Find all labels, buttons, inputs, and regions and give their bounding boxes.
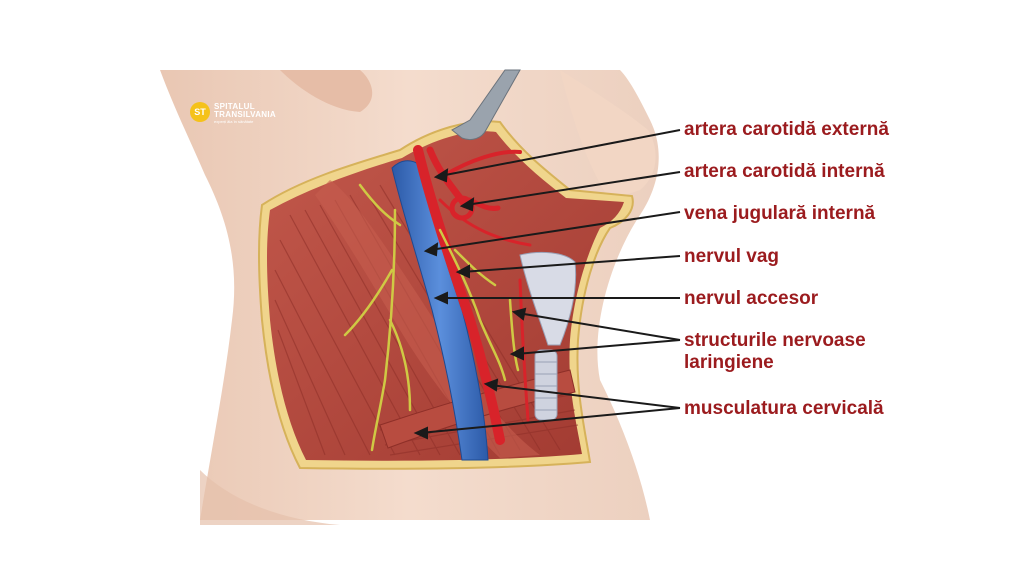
pointer-lines (413, 129, 681, 440)
label-laryngeal-line1: structurile nervoase (684, 330, 866, 351)
label-internal-carotid: artera carotidă internă (684, 161, 885, 182)
pointer-external-carotid (439, 129, 681, 177)
label-external-carotid: artera carotidă externă (684, 119, 889, 140)
pointer-vagus (461, 255, 681, 273)
nerves (343, 183, 520, 452)
sternocleidomastoid-muscle (315, 180, 540, 458)
logo-tagline: experți ăla în sănătate (214, 119, 254, 124)
label-vagus: nervul vag (684, 246, 780, 267)
pointer-laryngeal-1 (517, 312, 681, 341)
logo-mark-icon: ST (190, 102, 210, 122)
surgical-retractor (451, 69, 521, 141)
label-cervical-muscles: musculatura cervicală (684, 398, 884, 419)
pointer-laryngeal-2 (515, 339, 681, 355)
logo-line1: SPITALUL (214, 102, 255, 111)
label-accessory: nervul accesor (684, 288, 819, 309)
pointer-internal-carotid (465, 171, 681, 206)
hospital-logo: ST SPITALUL TRANSILVANIA experți ăla în … (190, 100, 300, 126)
label-internal-jugular: vena jugulară internă (684, 203, 876, 224)
label-laryngeal-line2: laringiene (684, 352, 774, 373)
pointer-internal-jugular (429, 211, 681, 251)
pointer-cervical-2 (419, 407, 681, 434)
logo-line2: TRANSILVANIA (214, 110, 276, 119)
pointer-cervical-1 (489, 384, 681, 409)
